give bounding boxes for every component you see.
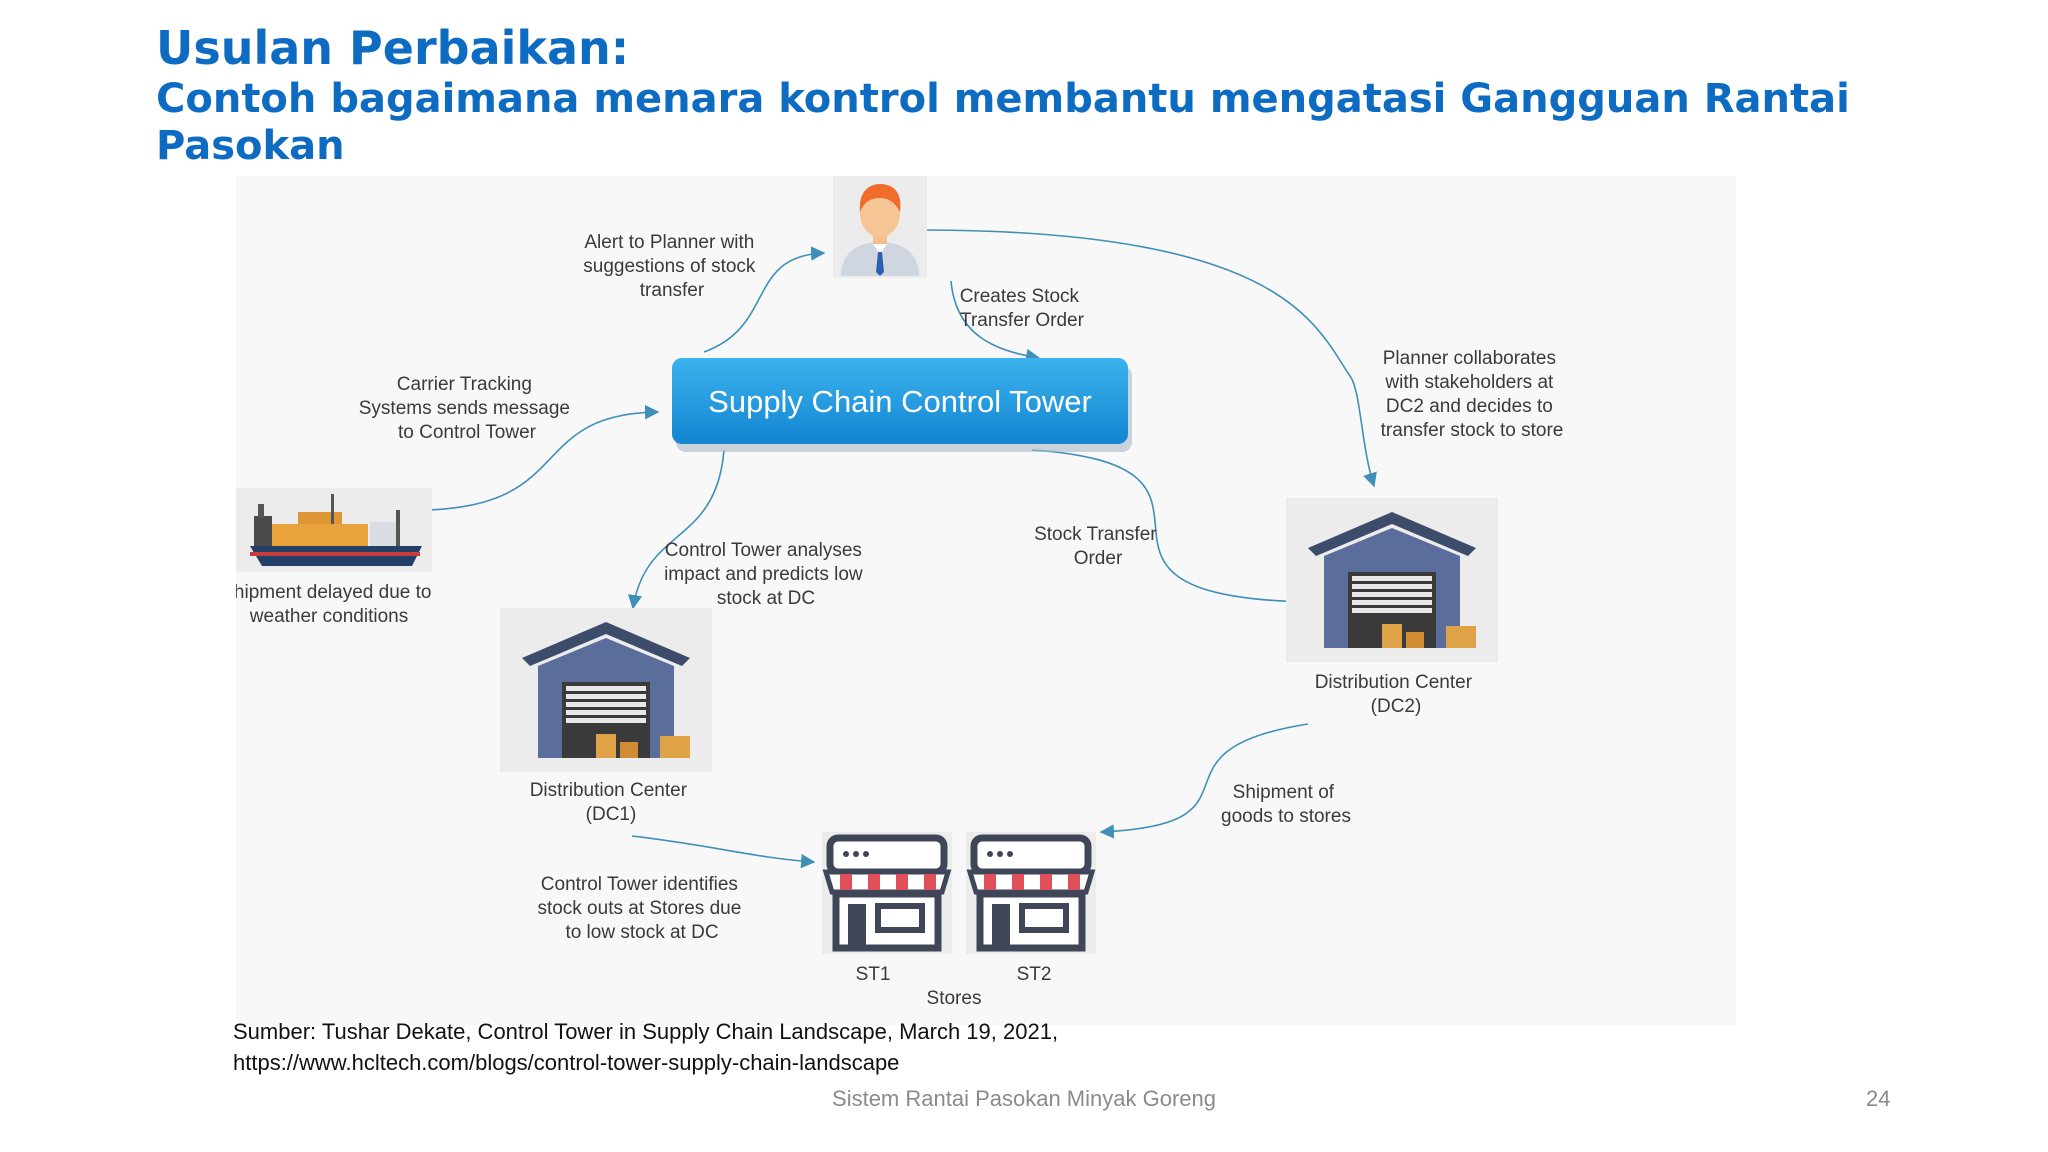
arrow-planner-to-dc2 bbox=[925, 229, 1377, 488]
cargo-ship-icon bbox=[236, 488, 432, 572]
note-shipment-of-goods: Shipment of goods to stores bbox=[1221, 782, 1351, 827]
st1-label: ST1 bbox=[856, 964, 891, 985]
arrow-tower-to-dc2 bbox=[1031, 449, 1310, 609]
slide-footer: Sistem Rantai Pasokan Minyak Goreng bbox=[832, 1086, 1216, 1111]
dc2-warehouse-icon bbox=[1286, 498, 1498, 662]
slide-subtitle: Contoh bagaimana menara kontrol membantu… bbox=[156, 76, 1850, 169]
arrow-dc2-to-stores bbox=[1099, 723, 1309, 839]
source-citation: Sumber: Tushar Dekate, Control Tower in … bbox=[233, 1016, 1058, 1078]
source-line-1: Sumber: Tushar Dekate, Control Tower in … bbox=[233, 1019, 1059, 1044]
note-stock-transfer-order: Stock Transfer Order bbox=[1034, 524, 1162, 569]
note-creates-order: Creates Stock Transfer Order bbox=[960, 286, 1085, 331]
dc1-warehouse-icon bbox=[500, 608, 712, 772]
slide-title: Usulan Perbaikan: bbox=[156, 21, 630, 75]
note-planner-collaborates: Planner collaborates with stakeholders a… bbox=[1381, 348, 1564, 441]
note-alert-to-planner: Alert to Planner with suggestions of sto… bbox=[583, 232, 760, 301]
source-url: https://www.hcltech.com/blogs/control-to… bbox=[233, 1050, 900, 1075]
arrow-ship-to-tower bbox=[425, 405, 660, 511]
note-tower-identifies: Control Tower identifies stock outs at S… bbox=[537, 874, 746, 943]
control-tower-box: Supply Chain Control Tower bbox=[672, 358, 1132, 452]
arrow-tower-to-dc1 bbox=[627, 449, 725, 610]
note-tower-analyses: Control Tower analyses impact and predic… bbox=[664, 540, 868, 609]
arrow-planner-to-tower bbox=[950, 280, 1041, 364]
control-tower-diagram: Supply Chain Control Tower bbox=[236, 176, 1736, 1026]
st2-store-icon bbox=[966, 832, 1096, 954]
arrow-dc1-to-stores bbox=[631, 835, 816, 869]
dc2-label: Distribution Center (DC2) bbox=[1315, 672, 1478, 717]
note-carrier-tracking: Carrier Tracking Systems sends message t… bbox=[359, 374, 575, 443]
control-tower-label: Supply Chain Control Tower bbox=[708, 384, 1092, 419]
dc1-label: Distribution Center (DC1) bbox=[530, 780, 693, 825]
arrow-alert-to-planner bbox=[703, 246, 826, 353]
st2-label: ST2 bbox=[1017, 964, 1052, 985]
stores-label: Stores bbox=[927, 988, 982, 1009]
page-number: 24 bbox=[1866, 1086, 1891, 1111]
planner-person-icon bbox=[833, 176, 927, 278]
flow-arrows bbox=[425, 229, 1377, 869]
note-shipment-delayed: Shipment delayed due to weather conditio… bbox=[236, 582, 437, 627]
st1-store-icon bbox=[822, 832, 952, 954]
